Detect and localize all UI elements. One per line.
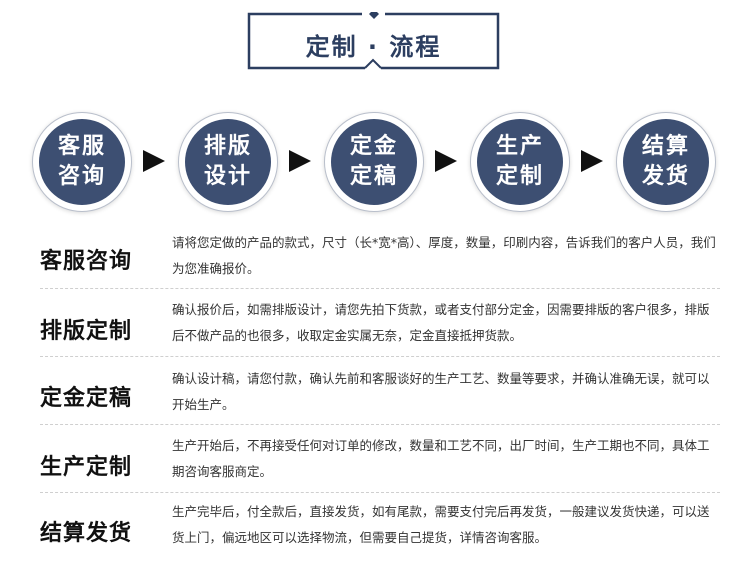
step-label-line2: 发货: [641, 164, 690, 189]
arrow-right-icon: [435, 150, 457, 172]
detail-title: 客服咨询: [40, 249, 133, 274]
detail-description: 确认报价后，如需排版设计，请您先拍下货款，或者支付部分定金，因需要排版的客户很多…: [172, 302, 710, 343]
page-title: 定制 · 流程: [305, 33, 442, 61]
step-deposit: 定金 定稿: [324, 112, 424, 212]
step-label-line1: 客服: [57, 134, 106, 159]
step-label-line2: 定制: [495, 164, 544, 189]
title-frame-border: [247, 12, 500, 70]
step-disc: 结算 发货: [623, 119, 709, 205]
detail-title: 结算发货: [40, 521, 133, 546]
detail-description: 生产开始后，不再接受任何对订单的修改，数量和工艺不同，出厂时间，生产工期也不同，…: [172, 438, 710, 479]
divider: [40, 492, 720, 493]
divider: [40, 356, 720, 357]
step-label-line2: 定稿: [349, 164, 398, 189]
detail-title: 定金定稿: [40, 386, 133, 411]
detail-title: 生产定制: [40, 455, 133, 480]
step-disc: 客服 咨询: [39, 119, 125, 205]
detail-title: 排版定制: [40, 319, 133, 344]
detail-description: 确认设计稿，请您付款，确认先前和客服谈好的生产工艺、数量等要求，并确认准确无误，…: [172, 371, 710, 412]
step-consult: 客服 咨询: [32, 112, 132, 212]
divider: [40, 424, 720, 425]
detail-description: 请将您定做的产品的款式，尺寸（长*宽*高）、厚度，数量，印刷内容，告诉我们的客户…: [172, 235, 716, 276]
detail-description: 生产完毕后，付全款后，直接发货，如有尾款，需要支付完后再发货，一般建议发货快递，…: [172, 504, 710, 545]
step-disc: 排版 设计: [185, 119, 271, 205]
title-frame: 定制 · 流程: [247, 12, 500, 70]
step-shipping: 结算 发货: [616, 112, 716, 212]
step-label-line2: 设计: [203, 164, 252, 189]
step-label-line1: 排版: [203, 134, 252, 159]
step-label-line1: 定金: [349, 134, 398, 159]
step-disc: 生产 定制: [477, 119, 563, 205]
step-layout: 排版 设计: [178, 112, 278, 212]
step-production: 生产 定制: [470, 112, 570, 212]
step-disc: 定金 定稿: [331, 119, 417, 205]
step-label-line1: 结算: [641, 134, 690, 159]
arrow-right-icon: [143, 150, 165, 172]
arrow-right-icon: [581, 150, 603, 172]
step-label-line2: 咨询: [57, 164, 106, 189]
arrow-right-icon: [289, 150, 311, 172]
divider: [40, 288, 720, 289]
step-label-line1: 生产: [495, 134, 544, 159]
